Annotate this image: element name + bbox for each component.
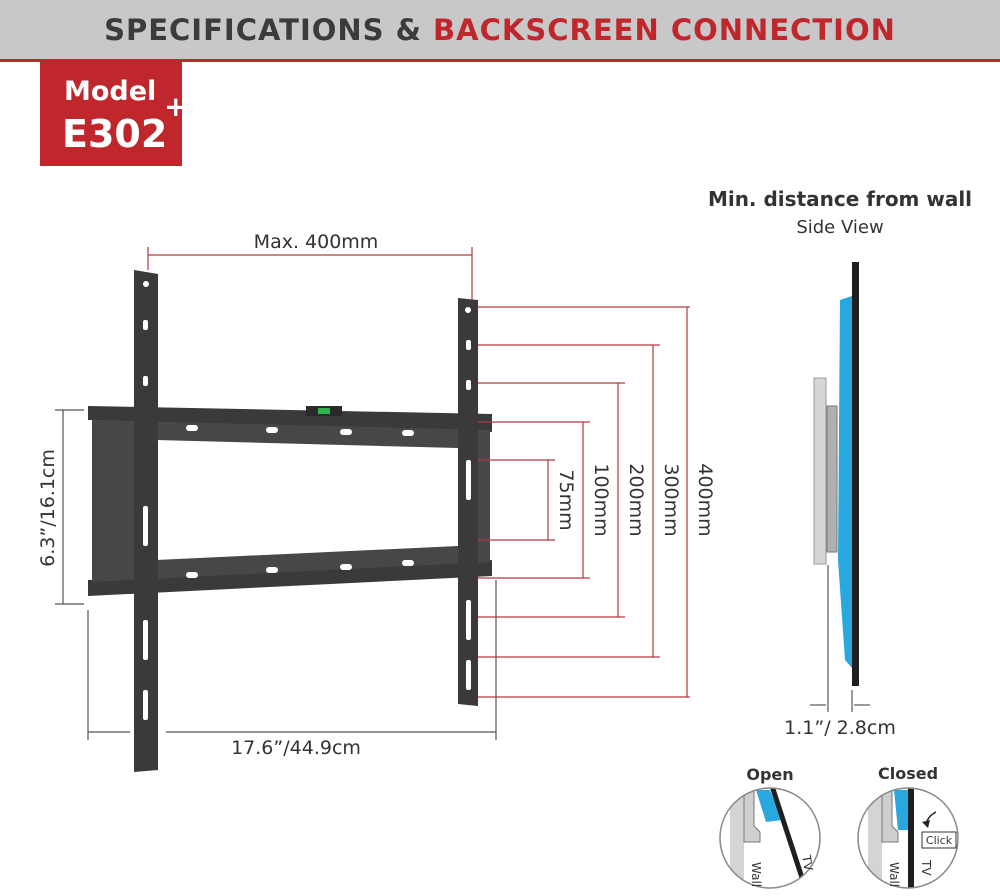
click-badge bbox=[921, 831, 957, 849]
width-label: 17.6”/44.9cm bbox=[231, 737, 361, 759]
open-tv-label: TV bbox=[799, 853, 816, 872]
vesa-75-label: 75mm bbox=[555, 469, 577, 530]
model-badge: Model E302 + bbox=[40, 62, 187, 166]
side-view-subtitle: Side View bbox=[796, 217, 883, 238]
closed-label: Closed bbox=[878, 764, 938, 783]
model-label: Model bbox=[64, 76, 157, 107]
bottom-rail-slots bbox=[186, 560, 414, 578]
vesa-300-label: 300mm bbox=[660, 463, 682, 536]
bracket-cutout bbox=[156, 440, 458, 560]
min-distance-label: 1.1”/ 2.8cm bbox=[784, 717, 896, 739]
max-width-label: Max. 400mm bbox=[254, 231, 379, 253]
bracket-right-arm bbox=[458, 298, 478, 706]
click-label: Click bbox=[926, 834, 953, 847]
vesa-200-label: 200mm bbox=[625, 463, 647, 536]
tv-panel bbox=[852, 262, 859, 686]
title-part-backscreen: BACKSCREEN CONNECTION bbox=[433, 13, 896, 47]
height-label: 6.3”/16.1cm bbox=[37, 449, 59, 567]
wall-section bbox=[813, 377, 827, 565]
bracket-top-rail bbox=[88, 406, 492, 432]
title-part-specifications: SPECIFICATIONS & bbox=[104, 13, 434, 47]
bracket-front-view bbox=[88, 270, 492, 772]
vesa-400-label: 400mm bbox=[694, 463, 716, 536]
tv-back-blue bbox=[838, 296, 852, 668]
open-wall-label: Wall bbox=[749, 862, 763, 887]
open-label: Open bbox=[746, 765, 793, 784]
page-title: SPECIFICATIONS & BACKSCREEN CONNECTION bbox=[104, 13, 896, 47]
bracket-bottom-rail bbox=[88, 560, 492, 596]
arm-holes bbox=[143, 281, 471, 720]
lock-closed-detail: Click Wall TV bbox=[857, 787, 959, 889]
closed-wall-label: Wall bbox=[887, 862, 901, 887]
side-view-drawing bbox=[810, 262, 870, 712]
lock-open-detail: Wall TV bbox=[719, 787, 821, 889]
closed-tv-label: TV bbox=[919, 859, 933, 876]
dimension-lines bbox=[55, 247, 690, 740]
header-bar: SPECIFICATIONS & BACKSCREEN CONNECTION bbox=[0, 0, 1000, 62]
bracket-side-profile bbox=[826, 405, 838, 553]
model-number: E302 bbox=[62, 112, 168, 156]
top-rail-slots bbox=[186, 425, 414, 436]
side-view-title: Min. distance from wall bbox=[708, 187, 972, 211]
vesa-100-label: 100mm bbox=[590, 463, 612, 536]
plus-icon: + bbox=[164, 90, 188, 123]
